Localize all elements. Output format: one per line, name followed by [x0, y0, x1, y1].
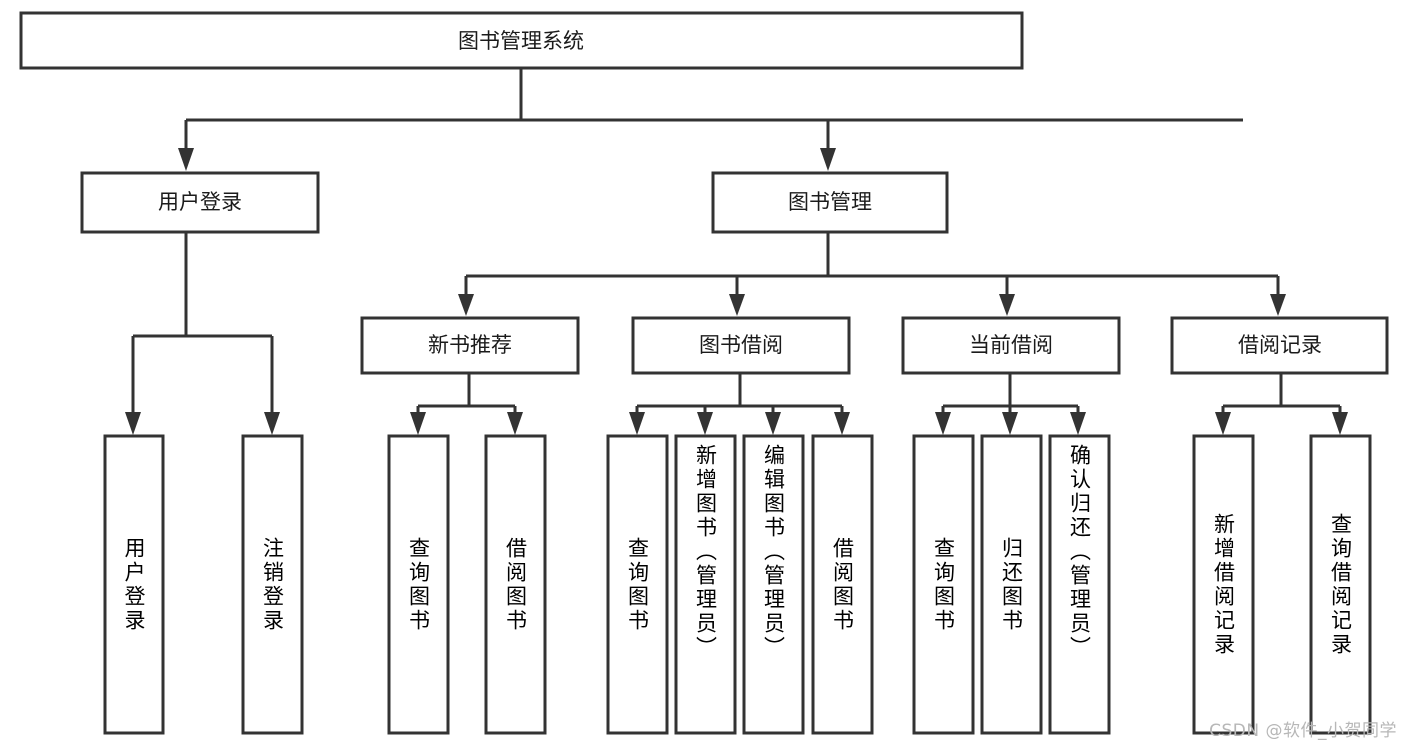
leaf-user-login-label: 用户登录	[122, 536, 146, 633]
node-book-borrow[interactable]: 图书借阅	[631, 316, 851, 375]
csdn-watermark: CSDN @软件_小贺同学	[1209, 721, 1397, 741]
node-book-management[interactable]: 图书管理	[711, 171, 949, 234]
node-book-management-label: 图书管理	[788, 190, 872, 214]
node-new-book-recommend-label: 新书推荐	[428, 333, 512, 357]
leaf-borrow-book-1-label: 借阅图书	[503, 536, 528, 633]
leaf-query-book-2[interactable]: 查询图书	[606, 434, 669, 735]
leaf-confirm-return-label: 确认归还（管理员）	[1067, 444, 1092, 660]
node-book-borrow-label: 图书借阅	[699, 333, 783, 357]
leaf-query-book-1-label: 查询图书	[406, 536, 431, 633]
leaf-return-book[interactable]: 归还图书	[980, 434, 1043, 735]
leaf-query-book-1[interactable]: 查询图书	[387, 434, 450, 735]
leaf-query-record-label: 查询借阅记录	[1328, 512, 1353, 657]
leaf-logout-label: 注销登录	[260, 536, 285, 633]
connector-book-borrow-to-leaves	[629, 374, 850, 435]
leaf-borrow-book-2[interactable]: 借阅图书	[811, 434, 874, 735]
node-user-login[interactable]: 用户登录	[80, 171, 320, 234]
leaf-return-book-label: 归还图书	[999, 536, 1024, 633]
leaf-query-book-3[interactable]: 查询图书	[912, 434, 975, 735]
leaf-borrow-book-1[interactable]: 借阅图书	[484, 434, 547, 735]
node-root-label: 图书管理系统	[458, 29, 584, 53]
node-current-borrow-label: 当前借阅	[969, 333, 1053, 357]
leaf-add-book-label: 新增图书（管理员）	[693, 444, 718, 660]
leaf-edit-book-label: 编辑图书（管理员）	[761, 444, 786, 660]
connector-book-management-to-level3	[458, 233, 1286, 316]
leaf-edit-book[interactable]: 编辑图书（管理员）	[742, 434, 805, 735]
connector-user-login-to-leaves	[125, 233, 280, 435]
leaf-query-record[interactable]: 查询借阅记录	[1309, 434, 1372, 735]
leaf-query-book-3-label: 查询图书	[931, 536, 956, 633]
leaf-add-record-label: 新增借阅记录	[1211, 512, 1236, 657]
leaf-logout[interactable]: 注销登录	[241, 434, 304, 735]
connector-root-to-level2	[178, 69, 1243, 171]
leaf-add-record[interactable]: 新增借阅记录	[1192, 434, 1255, 735]
connector-new-book-recommend-to-leaves	[410, 374, 523, 435]
node-borrow-record[interactable]: 借阅记录	[1170, 316, 1389, 375]
connector-current-borrow-to-leaves	[935, 374, 1086, 435]
leaf-user-login[interactable]: 用户登录	[103, 434, 165, 735]
leaf-borrow-book-2-label: 借阅图书	[830, 536, 855, 633]
node-user-login-label: 用户登录	[158, 190, 242, 214]
node-current-borrow[interactable]: 当前借阅	[901, 316, 1121, 375]
leaf-add-book[interactable]: 新增图书（管理员）	[674, 434, 737, 735]
leaf-confirm-return[interactable]: 确认归还（管理员）	[1048, 434, 1111, 735]
leaf-query-book-2-label: 查询图书	[625, 536, 650, 633]
node-new-book-recommend[interactable]: 新书推荐	[360, 316, 580, 375]
node-borrow-record-label: 借阅记录	[1238, 333, 1322, 357]
connector-borrow-record-to-leaves	[1215, 374, 1348, 435]
node-root[interactable]: 图书管理系统	[19, 11, 1024, 70]
